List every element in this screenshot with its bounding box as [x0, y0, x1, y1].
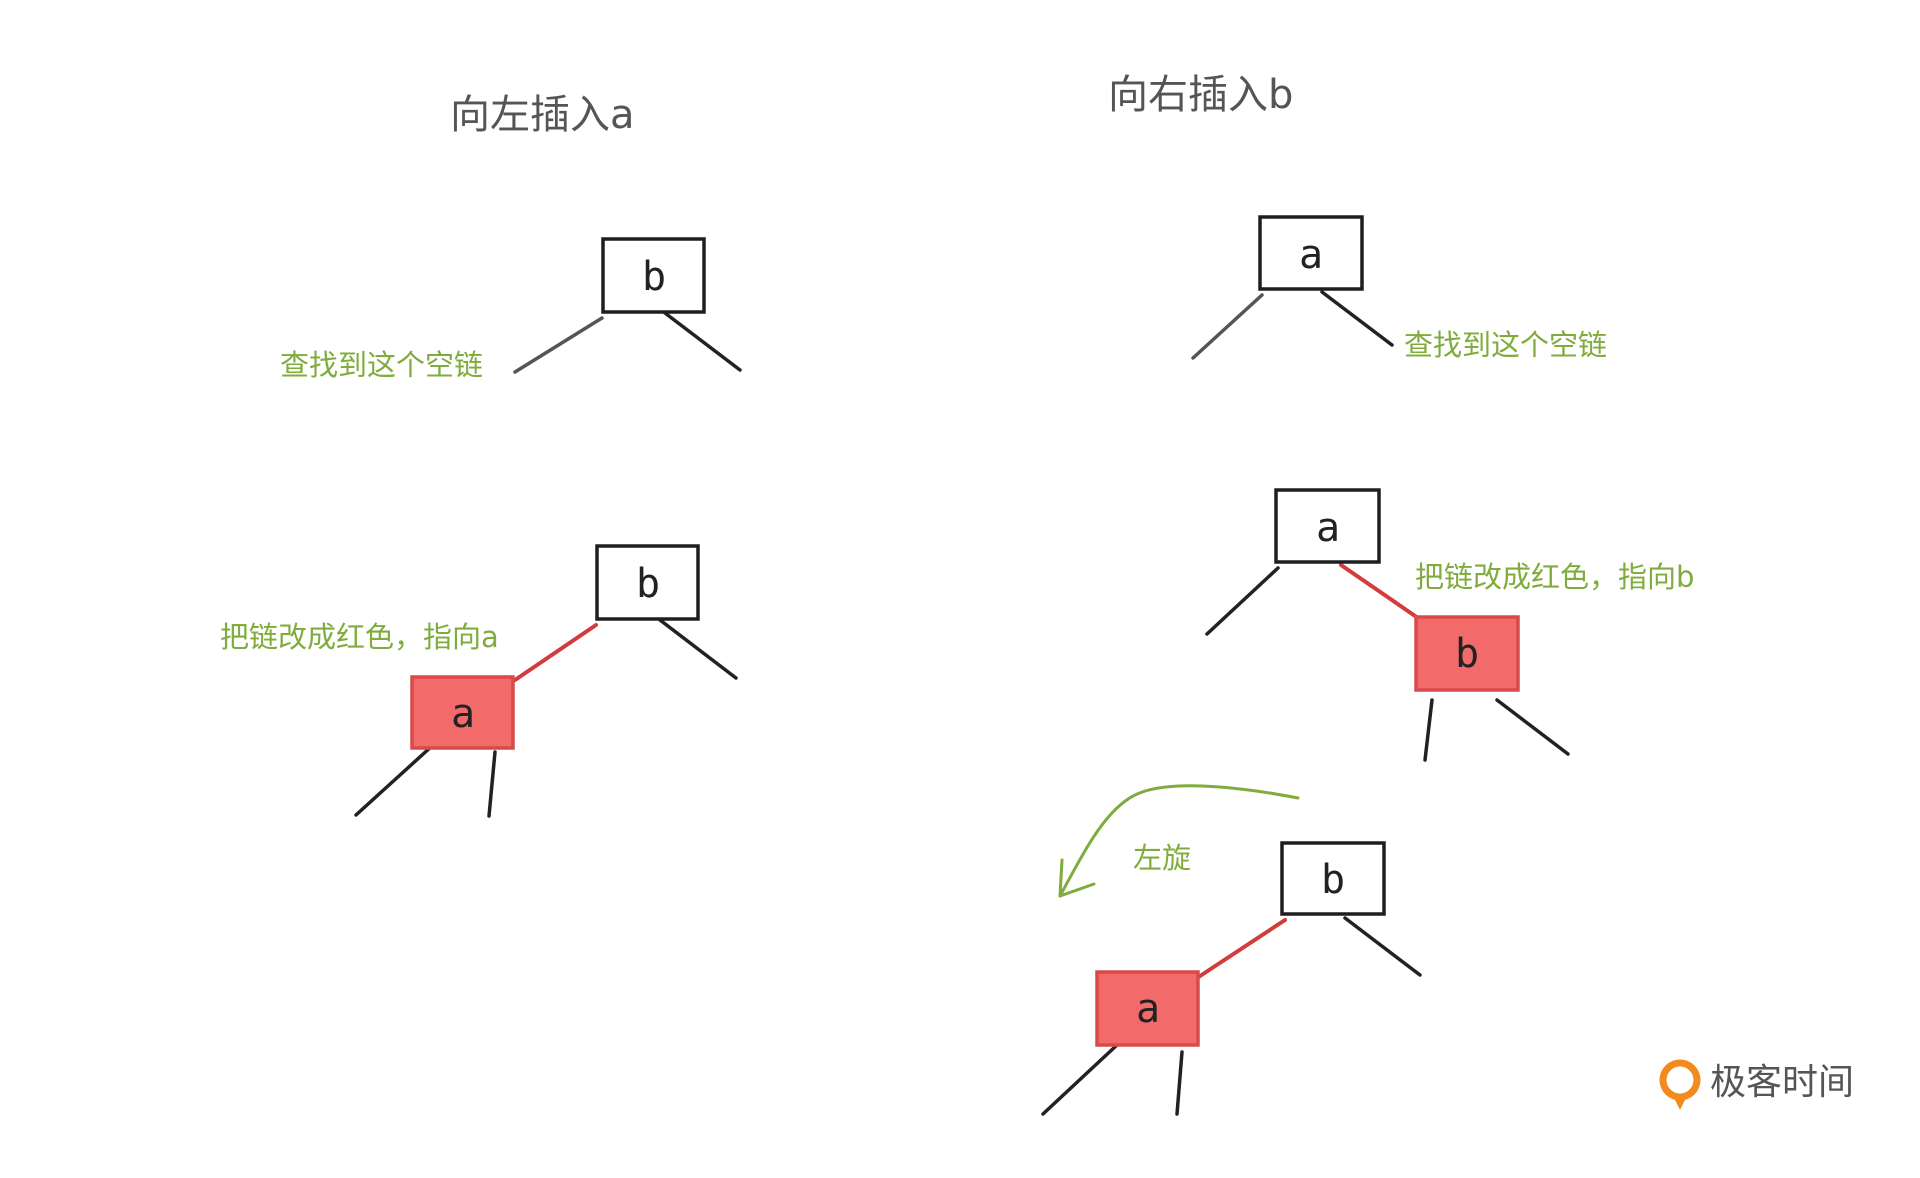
- right-step1-tree: a: [1191, 215, 1394, 360]
- left-step1-tree: b: [513, 237, 742, 374]
- link-b-right-child: [1495, 698, 1570, 756]
- link-left-child: [1205, 566, 1280, 636]
- title-insert-left: 向左插入a: [450, 92, 635, 138]
- right-step2-tree: a b: [1205, 488, 1570, 762]
- right-step3-tree: b a: [1041, 841, 1422, 1116]
- node-b-red: [1414, 615, 1520, 692]
- link-red-to-b: [1339, 563, 1420, 620]
- link-a-left-child: [354, 744, 434, 817]
- rotate-left-arrow-icon: [1058, 784, 1300, 898]
- link-empty-right-child: [1320, 290, 1394, 347]
- note-find-empty-link: 查找到这个空链: [280, 348, 483, 382]
- note-rotate-left: 左旋: [1133, 841, 1191, 875]
- link-right-child: [658, 618, 738, 680]
- geektime-logo-icon: [1659, 1059, 1701, 1110]
- link-red-to-a: [513, 623, 598, 682]
- node-a: [1274, 488, 1381, 564]
- link-empty-left-child: [513, 316, 604, 374]
- node-a-label: a: [451, 691, 475, 737]
- link-left-child: [1191, 293, 1264, 360]
- node-b-label: b: [1455, 631, 1479, 677]
- node-b-label: b: [642, 254, 666, 300]
- left-step2-tree: b a: [354, 544, 738, 818]
- node-a-label: a: [1316, 505, 1340, 551]
- link-a-right-child: [487, 750, 497, 818]
- geektime-logo: 极客时间: [1659, 1059, 1854, 1110]
- link-red-to-a: [1195, 918, 1287, 980]
- link-a-right-child: [1175, 1050, 1184, 1116]
- node-b: [601, 237, 706, 314]
- node-b: [1280, 841, 1386, 916]
- note-find-empty-link: 查找到这个空链: [1404, 328, 1607, 362]
- node-a-red: [410, 675, 515, 750]
- node-a-label: a: [1299, 232, 1323, 278]
- node-a-red: [1095, 970, 1200, 1047]
- note-make-link-red-to-a: 把链改成红色，指向a: [220, 620, 499, 654]
- link-a-left-child: [1041, 1043, 1119, 1116]
- node-a-label: a: [1136, 986, 1160, 1032]
- link-right-child: [1343, 916, 1422, 977]
- logo-text: 极客时间: [1710, 1062, 1854, 1103]
- link-right-child: [663, 311, 742, 372]
- node-b-label: b: [636, 561, 660, 607]
- title-insert-right: 向右插入b: [1108, 72, 1293, 118]
- node-b-label: b: [1321, 857, 1345, 903]
- note-make-link-red-to-b: 把链改成红色，指向b: [1415, 560, 1694, 594]
- node-a: [1258, 215, 1364, 291]
- node-b: [595, 544, 700, 621]
- link-b-left-child: [1423, 698, 1434, 762]
